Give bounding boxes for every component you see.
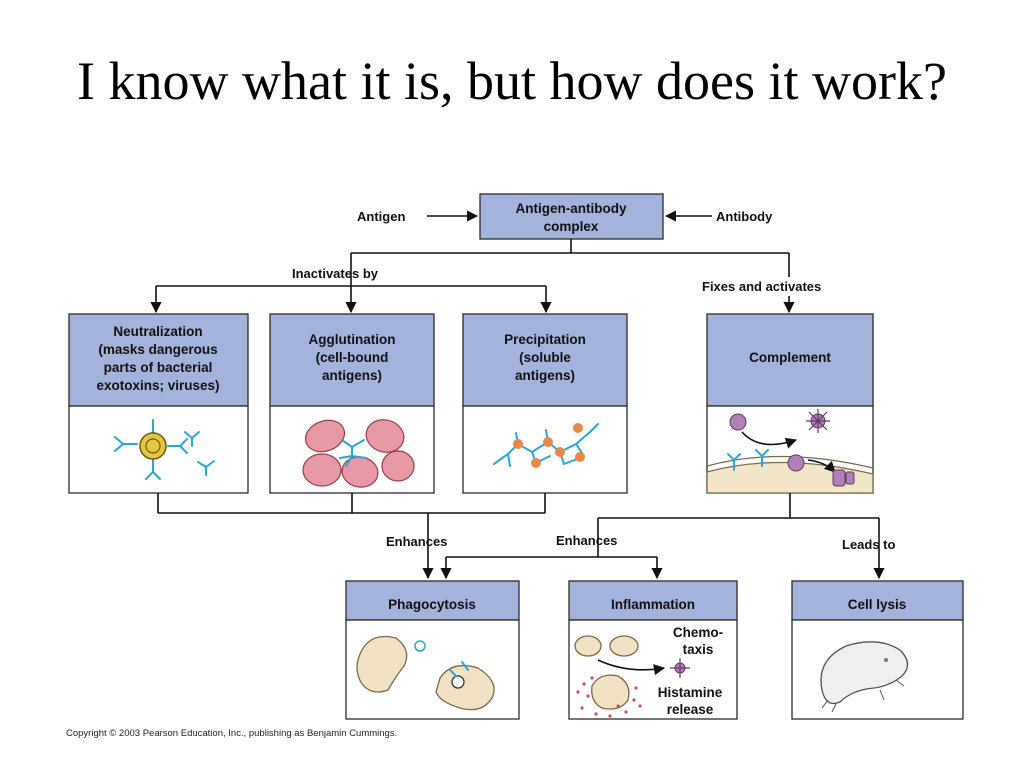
copyright-notice: Copyright © 2003 Pearson Education, Inc.…: [66, 728, 397, 739]
histamine-label-line1: Histamine: [658, 685, 723, 700]
histamine-label-line2: release: [667, 702, 714, 717]
slide-title: I know what it is, but how does it work?: [77, 51, 947, 111]
node-neutralization: Neutralization (masks dangerous parts of…: [68, 313, 249, 494]
complement-activation-illustration: [706, 409, 874, 494]
edge-label-enhances-right: Enhances: [556, 533, 617, 548]
precipitate-lattice-illustration: [493, 423, 599, 468]
chemotaxis-label-line2: taxis: [683, 642, 714, 657]
neutralization-label-line4: exotoxins; viruses): [96, 378, 219, 393]
phagocyte-illustration: [356, 635, 495, 711]
agglutinated-cells-illustration: [302, 419, 415, 488]
node-antigen-antibody-complex: Antigen-antibody complex: [479, 193, 664, 240]
complex-label-line1: Antigen-antibody: [516, 201, 627, 216]
precipitation-label-line1: Precipitation: [504, 332, 586, 347]
phagocytosis-label: Phagocytosis: [388, 597, 476, 612]
node-agglutination: Agglutination (cell-bound antigens): [269, 313, 435, 494]
complement-label: Complement: [749, 350, 831, 365]
agglutination-label-line1: Agglutination: [309, 332, 396, 347]
virus-neutralization-illustration: [114, 419, 215, 480]
node-cell-lysis: Cell lysis: [791, 580, 964, 720]
connector-complex-branches: [150, 239, 795, 314]
cell-lysis-label: Cell lysis: [848, 597, 907, 612]
neutralization-label-line2: (masks dangerous: [98, 342, 217, 357]
chemotaxis-label-line1: Chemo-: [673, 625, 723, 640]
inflammation-label: Inflammation: [611, 597, 695, 612]
inflammation-illustration: [574, 635, 690, 718]
node-inflammation: Inflammation Chemo- taxis Histamine rele…: [568, 580, 738, 720]
edge-label-antibody: Antibody: [716, 209, 773, 224]
agglutination-label-line2: (cell-bound: [316, 350, 389, 365]
lysed-cell-illustration: [820, 641, 909, 713]
node-phagocytosis: Phagocytosis: [345, 580, 520, 720]
edge-label-fixes-and-activates: Fixes and activates: [702, 279, 821, 294]
precipitation-label-line2: (soluble: [519, 350, 571, 365]
node-precipitation: Precipitation (soluble antigens): [462, 313, 628, 494]
neutralization-label-line1: Neutralization: [113, 324, 202, 339]
edge-label-antigen: Antigen: [357, 209, 405, 224]
edge-label-leads-to: Leads to: [842, 537, 896, 552]
complex-label-line2: complex: [544, 219, 599, 234]
node-complement: Complement: [706, 313, 874, 494]
agglutination-label-line3: antigens): [322, 368, 382, 383]
neutralization-label-line3: parts of bacterial: [104, 360, 213, 375]
connector-to-outcomes: [157, 493, 885, 580]
precipitation-label-line3: antigens): [515, 368, 575, 383]
edge-label-inactivates-by: Inactivates by: [292, 266, 379, 281]
edge-label-enhances-left: Enhances: [386, 534, 447, 549]
